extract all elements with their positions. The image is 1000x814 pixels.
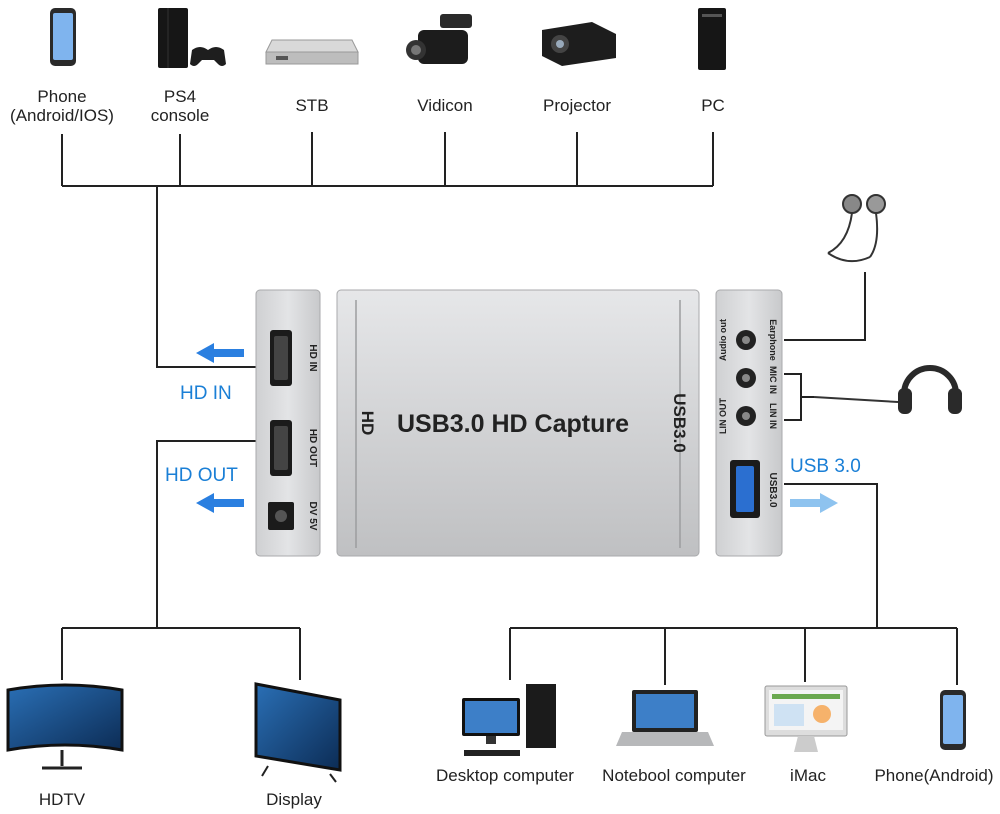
projector-icon [542,22,616,66]
panel-earphone-label: Earphone [768,319,778,361]
earphone-icon [827,194,886,263]
panel-hd-out-label: HD OUT [307,429,318,467]
panel-hd-in-label: HD IN [307,344,318,371]
callout-usb: USB 3.0 [790,456,861,477]
smartphone-icon [50,8,76,66]
game-console-icon [158,8,226,68]
bottom-device-label-display: Display [266,790,322,809]
bottom-device-label-hdtv: HDTV [38,790,86,809]
callout-hd-in: HD IN [180,383,232,404]
headphones-icon [813,365,962,414]
top-device-label-vidicon: Vidicon [417,96,473,115]
hd-in-arrow [196,343,244,363]
usb-arrow [790,493,838,513]
panel-audio-out-label: Audio out [718,319,728,361]
panel-mic-in-label: MIC IN [768,366,778,394]
desktop-computer-icon [462,684,556,756]
bottom-device-label-notebook: Notebool computer [602,766,746,785]
bottom-device-label-imac: iMac [790,766,826,785]
hd-out-arrow [196,493,244,513]
panel-lin-out-label: LIN OUT [718,398,728,434]
top-device-label-stb: STB [295,96,329,115]
top-device-label-phone: Phone(Android/IOS) [10,87,114,125]
video-camera-icon [406,14,472,64]
body-right-tag: USB3.0 [670,393,689,453]
tv-display-icon [254,682,342,783]
top-device-label-pc: PC [701,96,725,115]
set-top-box-icon [265,39,359,65]
panel-usb-label: USB3.0 [767,472,778,507]
connection-lines [61,132,958,685]
capture-body [336,289,700,557]
curved-monitor-icon [6,683,124,770]
imac-icon [764,685,848,752]
pc-tower-icon [698,8,726,70]
callout-hd-out: HD OUT [165,465,238,486]
bottom-device-label-phone: Phone(Android) [874,766,994,785]
device-title: USB3.0 HD Capture [397,410,629,438]
smartphone-android-icon [940,690,966,750]
top-device-label-projector: Projector [542,96,612,115]
laptop-icon [616,690,714,746]
body-left-tag: HD [358,411,377,436]
panel-lin-in-label: LIN IN [768,403,778,429]
bottom-device-label-desktop: Desktop computer [436,766,574,785]
capture-device [255,289,783,557]
panel-power-label: DV 5V [307,502,318,531]
